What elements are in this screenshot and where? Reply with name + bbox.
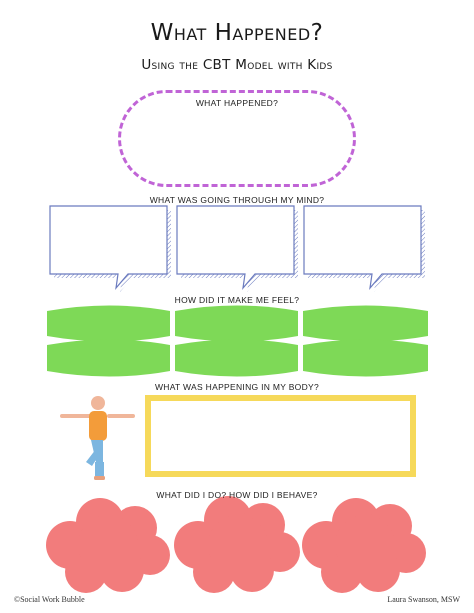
- leaf-shape-icon[interactable]: [47, 339, 170, 377]
- cloud-icon[interactable]: [46, 498, 170, 593]
- page-subtitle: Using the CBT Model with Kids: [141, 57, 333, 73]
- leaf-shape-icon[interactable]: [303, 339, 428, 377]
- leaf-shape-icon[interactable]: [175, 305, 298, 342]
- thoughts-label: WHAT WAS GOING THROUGH MY MIND?: [149, 195, 325, 205]
- leaf-shape-icon[interactable]: [47, 305, 170, 342]
- leaf-shape-icon[interactable]: [303, 305, 428, 342]
- speech-bubble-icon[interactable]: [176, 205, 298, 292]
- behavior-label: WHAT DID I DO? HOW DID I BEHAVE?: [156, 490, 318, 500]
- body-label: WHAT WAS HAPPENING IN MY BODY?: [154, 382, 320, 392]
- footer-left: ©Social Work Bubble: [14, 595, 85, 604]
- footer-author: Laura Swanson, MSW: [387, 595, 460, 604]
- copyright-symbol: ©: [14, 595, 21, 604]
- speech-bubble-icon[interactable]: [303, 205, 425, 292]
- person-figure-icon: [60, 396, 135, 480]
- event-oval[interactable]: WHAT HAPPENED?: [118, 90, 356, 187]
- speech-bubble-icon[interactable]: [49, 205, 171, 292]
- event-label: WHAT HAPPENED?: [195, 98, 279, 108]
- page-title: What Happened?: [150, 20, 324, 46]
- feelings-label: HOW DID IT MAKE ME FEEL?: [174, 295, 300, 305]
- cloud-icon[interactable]: [174, 496, 300, 593]
- footer-brand: Social Work Bubble: [20, 595, 85, 604]
- body-frame[interactable]: [145, 395, 416, 477]
- cloud-icon[interactable]: [302, 498, 426, 593]
- leaf-shape-icon[interactable]: [175, 339, 298, 377]
